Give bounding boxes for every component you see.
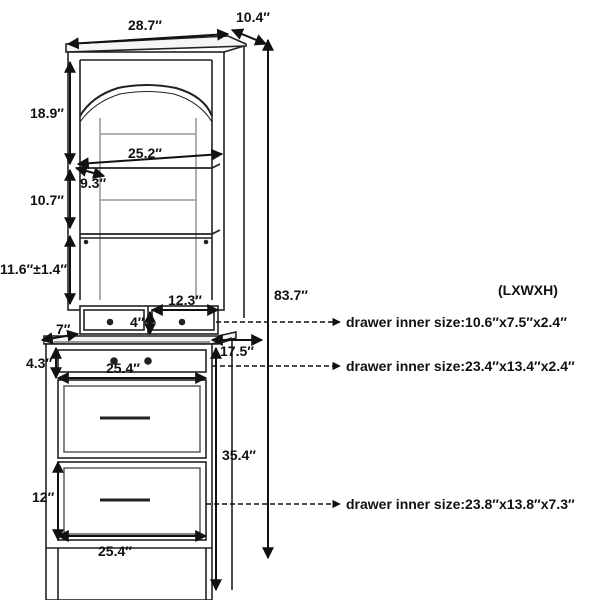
label-middle-section-height: 10.7″ (30, 192, 64, 208)
label-top-section-height: 18.9″ (30, 105, 64, 121)
note-format: (LXWXH) (498, 282, 558, 298)
label-base-depth: 17.5″ (220, 343, 254, 359)
label-lower-open-height: 11.6″±1.4″ (0, 261, 67, 277)
label-shelf-depth: 9.3″ (80, 175, 106, 191)
label-top-drawer-height: 4.3″ (26, 355, 52, 371)
label-bottom-width: 25.4″ (98, 543, 132, 559)
note-middle-drawer-size: drawer inner size:23.4″x13.4″x2.4″ (346, 358, 575, 374)
label-top-depth: 10.4″ (236, 9, 270, 25)
label-top-width: 28.7″ (128, 17, 162, 33)
dimension-labels: 28.7″ 10.4″ 18.9″ 25.2″ 9.3″ 10.7″ 11.6″… (0, 9, 308, 559)
dimension-lines (40, 28, 274, 592)
label-shelf-width: 25.2″ (128, 145, 162, 161)
label-total-height: 83.7″ (274, 287, 308, 303)
drawer-notes: (LXWXH) drawer inner size:10.6″x7.5″x2.4… (346, 282, 575, 512)
note-small-drawer-size: drawer inner size:10.6″x7.5″x2.4″ (346, 314, 567, 330)
label-top-drawer-width: 25.4″ (106, 360, 140, 376)
note-large-drawer-size: drawer inner size:23.8″x13.8″x7.3″ (346, 496, 575, 512)
leader-lines (206, 317, 341, 509)
label-bottom-drawer-height: 12″ (32, 489, 55, 505)
label-small-drawer-height: 4″ (130, 314, 145, 330)
label-base-cabinet-height: 35.4″ (222, 447, 256, 463)
label-counter-overhang: 7″ (56, 321, 71, 337)
label-small-drawer-width: 12.3″ (168, 292, 202, 308)
